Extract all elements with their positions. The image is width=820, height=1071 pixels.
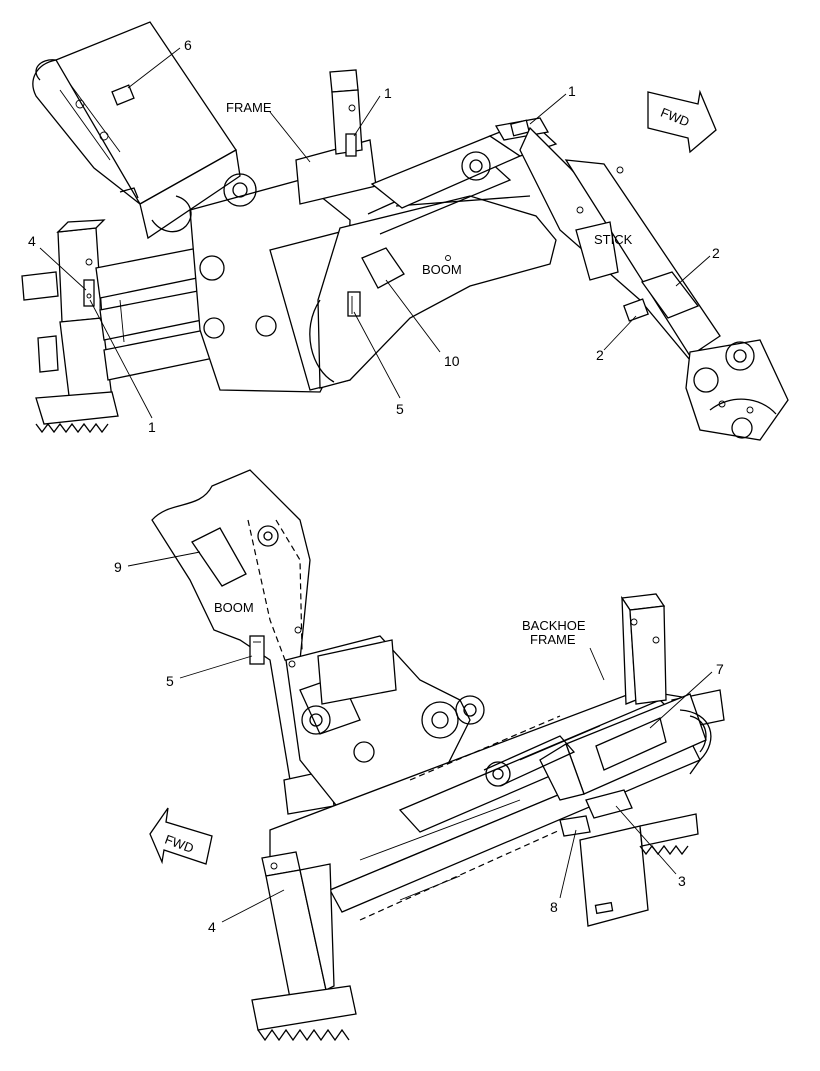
bottom-view: FWD BOOM BACKHOE FRAME 9 5 7 3 8 4 xyxy=(114,469,725,1042)
decal-5b-tag xyxy=(249,635,265,665)
fwd-arrow-top: FWD xyxy=(647,89,717,154)
callout-7: 7 xyxy=(716,661,724,677)
callout-4-top: 4 xyxy=(28,233,36,249)
callout-1-stabilizer: 1 xyxy=(148,419,156,435)
decal-5-tag xyxy=(347,291,361,317)
callout-3: 3 xyxy=(678,873,686,889)
callout-5-bottom: 5 xyxy=(166,673,174,689)
backhoe-label-line1: BACKHOE xyxy=(522,618,586,633)
backhoe-label-line2: FRAME xyxy=(530,632,576,647)
left-stabilizer xyxy=(21,219,119,434)
leader-lines-bottom xyxy=(127,551,713,923)
stick-label: STICK xyxy=(594,232,633,247)
callout-8: 8 xyxy=(550,899,558,915)
callout-5-top: 5 xyxy=(396,401,404,417)
callout-2-stick-lower: 2 xyxy=(596,347,604,363)
frame-label: FRAME xyxy=(226,100,272,115)
decal-1b-tag xyxy=(509,119,531,137)
callout-4-bottom: 4 xyxy=(208,919,216,935)
decal-7-tag xyxy=(595,717,667,771)
decal-2b-tag xyxy=(623,298,649,322)
stick-arm xyxy=(519,126,789,441)
upper-control-bracket xyxy=(32,21,241,240)
callout-1-frame: 1 xyxy=(384,85,392,101)
top-view: FWD FRAME BOOM STICK 6 1 1 2 2 4 1 10 5 xyxy=(21,21,789,441)
callout-10: 10 xyxy=(444,353,460,369)
callout-2-stick-upper: 2 xyxy=(712,245,720,261)
decal-1-tag xyxy=(345,133,357,157)
decal-8-tag xyxy=(559,815,591,837)
boom-arm xyxy=(309,159,557,389)
callout-9: 9 xyxy=(114,559,122,575)
decal-6-tag xyxy=(111,84,135,106)
boom-label-top: BOOM xyxy=(422,262,462,277)
decal-9-tag xyxy=(191,527,247,587)
decal-10-tag xyxy=(361,247,405,289)
fwd-arrow-bottom: FWD xyxy=(149,807,213,865)
callout-1-boom: 1 xyxy=(568,83,576,99)
decal-2a-tag xyxy=(640,271,700,319)
left-stabilizer-bottom xyxy=(251,851,357,1042)
control-valve-area xyxy=(483,693,712,837)
callout-6: 6 xyxy=(184,37,192,53)
swing-pivot-bottom xyxy=(285,635,485,840)
leader-lines-top xyxy=(39,47,711,419)
boom-label-bottom: BOOM xyxy=(214,600,254,615)
right-stabilizer xyxy=(579,593,725,927)
